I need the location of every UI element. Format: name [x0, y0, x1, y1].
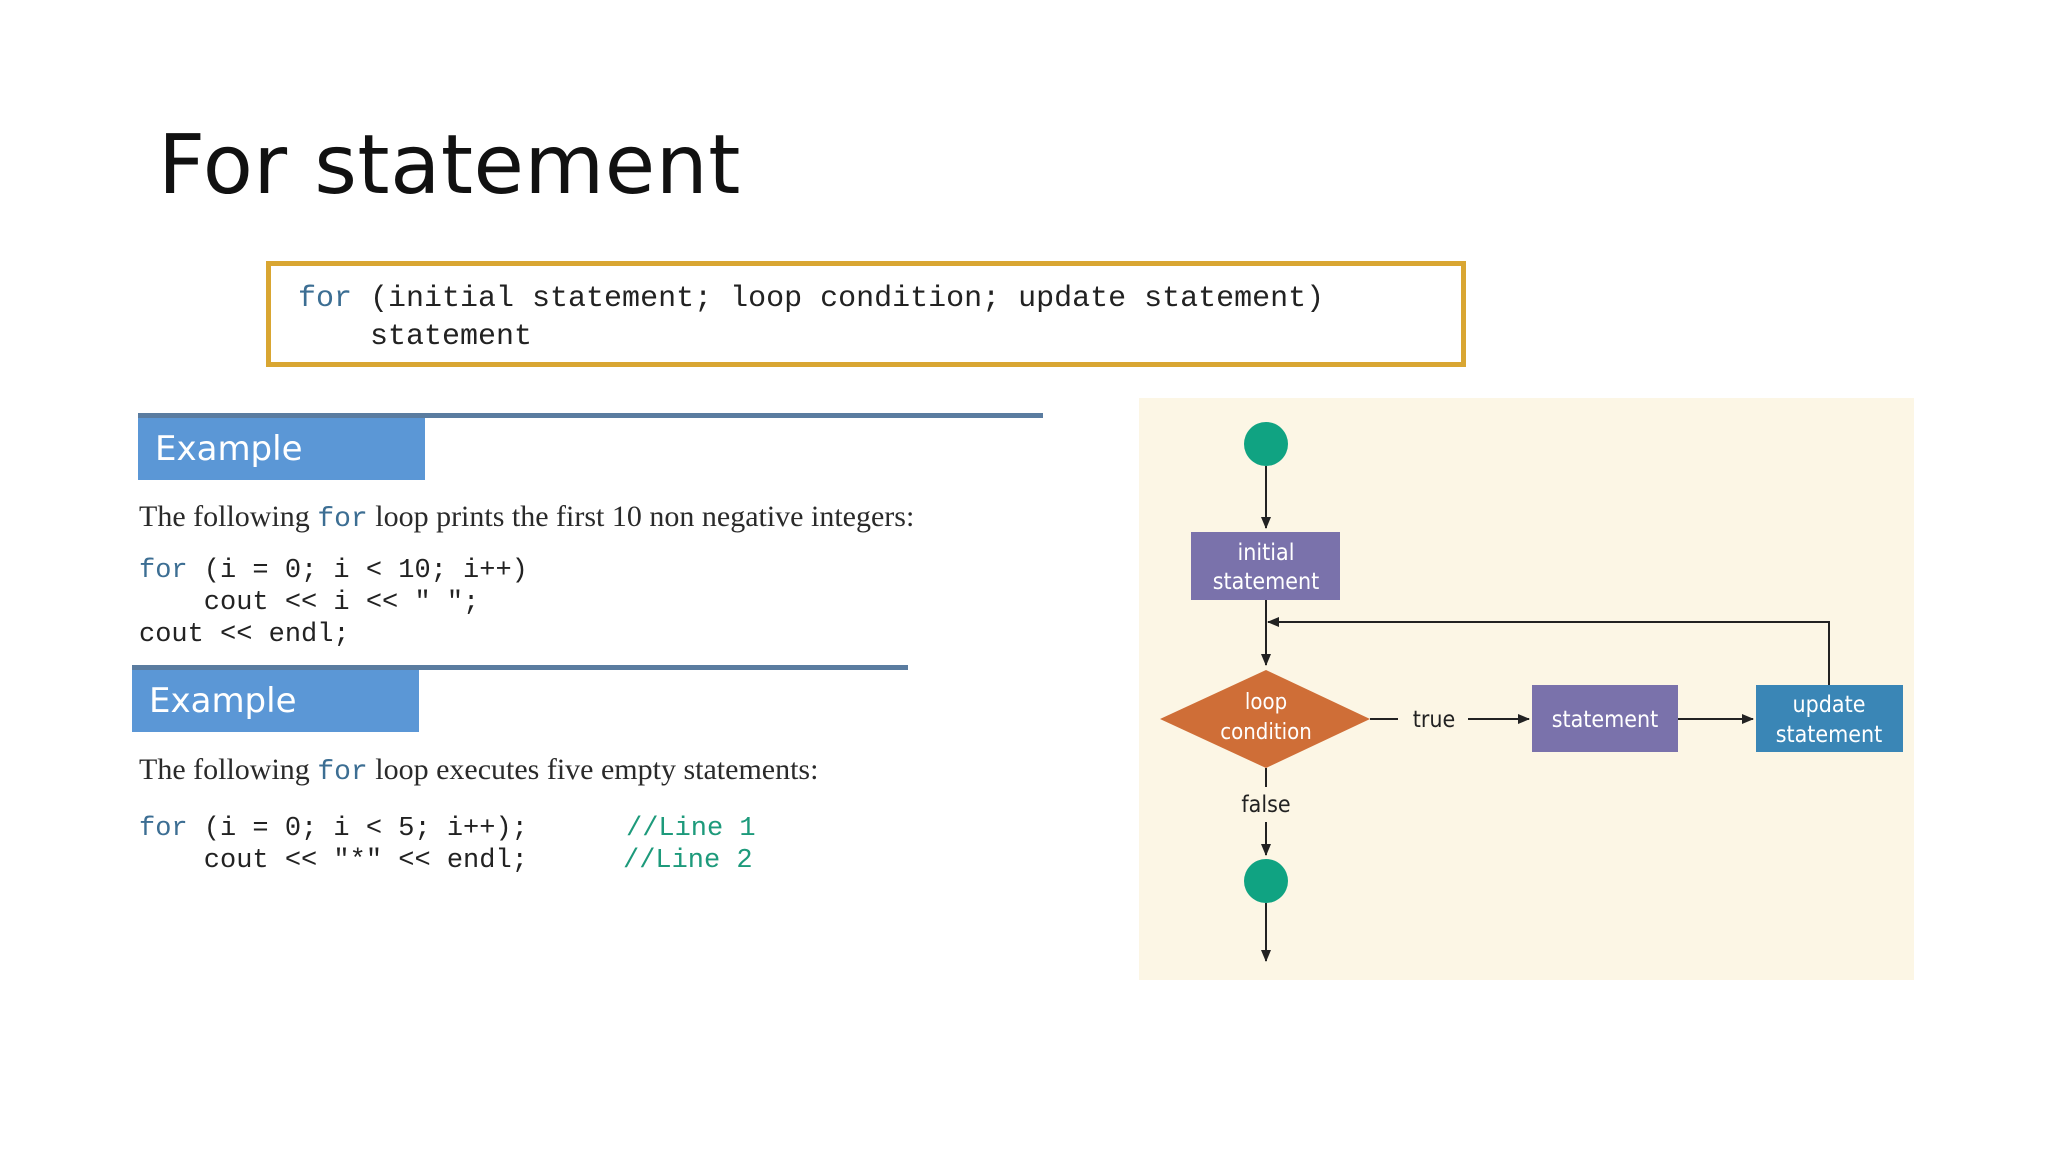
- syntax-line2: statement: [298, 320, 533, 354]
- syntax-line1: (initial statement; loop condition; upda…: [352, 282, 1325, 316]
- example-1-code: for (i = 0; i < 10; i++) cout << i << " …: [139, 555, 528, 651]
- statement-label: statement: [1552, 707, 1659, 733]
- statement-box: [1532, 685, 1678, 752]
- example-2-desc-text-end: loop executes five empty statements:: [367, 753, 819, 786]
- example-2-desc-keyword: for: [317, 757, 368, 788]
- update-statement-box: [1756, 685, 1903, 752]
- example-1-code-line3: cout << endl;: [139, 620, 350, 650]
- example-1-code-keyword: for: [139, 556, 188, 586]
- example-1-heading: Example: [138, 418, 425, 480]
- arrow-loop-back: [1267, 617, 1830, 686]
- example-2-code-line1: (i = 0; i < 5; i++);: [187, 814, 528, 844]
- end-node: [1244, 859, 1288, 903]
- syntax-box: for (initial statement; loop condition; …: [266, 261, 1466, 367]
- example-1-code-line1: (i = 0; i < 10; i++): [187, 556, 528, 586]
- condition-label-1: loop: [1245, 690, 1287, 715]
- syntax-keyword: for: [298, 282, 353, 316]
- example-2-comment-line2: //Line 2: [623, 846, 753, 876]
- initial-label-1: initial: [1238, 540, 1295, 566]
- example-2-comment-line1: //Line 1: [626, 814, 756, 844]
- initial-statement-box: [1191, 532, 1340, 600]
- example-1-code-line2: cout << i << " ";: [139, 588, 480, 618]
- example-1-rule: [138, 413, 1043, 418]
- example-2-code-keyword: for: [139, 814, 188, 844]
- example-1-desc-text: The following: [139, 500, 318, 533]
- example-2-code-line2: cout << "*" << endl;: [139, 846, 528, 876]
- example-2-description: The following for loop executes five emp…: [139, 753, 818, 788]
- syntax-code: for (initial statement; loop condition; …: [298, 280, 1324, 356]
- example-1-desc-keyword: for: [317, 504, 368, 535]
- update-label-1: update: [1793, 692, 1866, 718]
- example-2-heading: Example: [132, 670, 419, 732]
- condition-label-2: condition: [1220, 720, 1312, 745]
- initial-label-2: statement: [1213, 569, 1320, 595]
- loop-condition-diamond: [1160, 670, 1370, 768]
- start-node: [1244, 422, 1288, 466]
- update-label-2: statement: [1776, 722, 1883, 748]
- true-label: true: [1413, 707, 1455, 733]
- example-2-rule: [132, 665, 908, 670]
- false-label: false: [1241, 792, 1290, 818]
- example-1-desc-text-end: loop prints the first 10 non negative in…: [367, 500, 915, 533]
- example-1-description: The following for loop prints the first …: [139, 500, 914, 535]
- example-2-desc-text: The following: [139, 753, 318, 786]
- slide-title: For statement: [158, 118, 741, 213]
- example-2-code: for (i = 0; i < 5; i++); //Line 1 cout <<…: [139, 813, 756, 877]
